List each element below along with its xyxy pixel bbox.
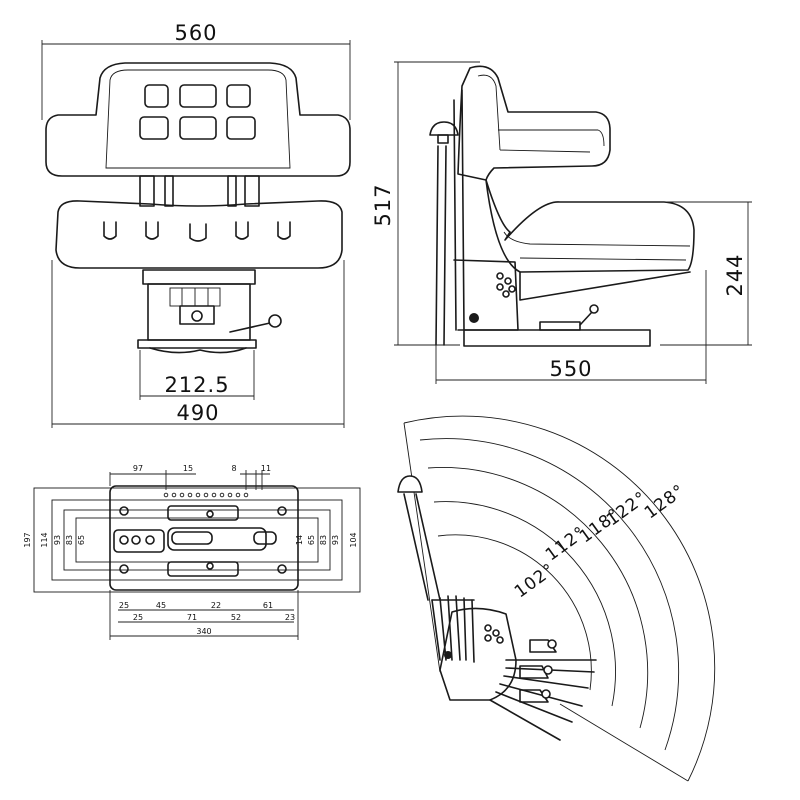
recline-knob [397,475,423,493]
side-knob [429,121,459,136]
dim-seat-height: 244 [660,201,752,346]
hole-row [163,492,249,498]
suspension-base [137,269,282,354]
dim-label-560: 560 [174,21,217,45]
dim-label-550: 550 [549,357,592,381]
dim-base-width: 212.5 [139,350,255,400]
svg-text:83: 83 [65,535,74,545]
base-bottom-dims: 25 45 22 61 25 71 52 23 340 [109,590,299,640]
svg-text:93: 93 [53,535,62,545]
base-plate-features [113,505,287,577]
svg-text:65: 65 [77,535,86,545]
backrest-pads [139,84,256,140]
backrest-inner [105,69,291,169]
recline-positions [431,595,475,663]
svg-text:25: 25 [133,613,143,622]
base-plate-view: 97 15 8 11 197 114 93 83 65 14 65 83 93 … [23,464,361,640]
dim-height: 517 [371,61,480,346]
backrest-outline [45,62,351,177]
svg-text:45: 45 [156,601,166,610]
svg-text:11: 11 [261,464,271,473]
svg-text:104: 104 [349,532,358,547]
base-plate-outline [109,485,299,591]
side-backrest [457,65,611,181]
svg-text:65: 65 [307,535,316,545]
svg-text:14: 14 [295,535,304,545]
recline-arcs [403,415,716,782]
svg-text:23: 23 [285,613,295,622]
svg-text:114: 114 [40,532,49,547]
seat-ribs [103,221,291,242]
dim-label-212-5: 212.5 [164,373,229,397]
dim-label-517: 517 [371,183,395,226]
dim-label-244: 244 [723,253,747,296]
svg-text:61: 61 [263,601,273,610]
dim-label-490: 490 [176,401,219,425]
recline-seat-lines [489,639,597,741]
side-view: 517 [371,61,752,384]
front-view: 560 [41,21,351,428]
recline-backrest [403,493,441,601]
svg-text:22: 22 [211,601,221,610]
svg-text:8: 8 [231,464,236,473]
base-left-dims: 197 114 93 83 65 [23,532,86,547]
dim-width-bottom: 490 [51,260,345,428]
svg-text:97: 97 [133,464,143,473]
dim-label-340: 340 [196,627,211,636]
angle-label-128: 128° [641,481,689,524]
back-supports [139,175,260,207]
dim-depth: 550 [435,270,707,384]
base-outer-frame [33,487,361,593]
svg-text:52: 52 [231,613,241,622]
svg-text:197: 197 [23,532,32,547]
base-right-dims: 14 65 83 93 104 [295,532,358,547]
svg-text:25: 25 [119,601,129,610]
angle-label-102: 102° [511,560,559,603]
base-top-dims: 97 15 8 11 [109,464,271,490]
side-base-rails [463,304,651,347]
svg-text:83: 83 [319,535,328,545]
svg-text:15: 15 [183,464,193,473]
dim-width-top: 560 [41,21,351,120]
svg-text:93: 93 [331,535,340,545]
side-seat [485,179,695,273]
side-frame [435,89,519,346]
svg-text:71: 71 [187,613,197,622]
seat-cushion [55,200,343,269]
recline-view: 102° 112° 118° 122° 128° [397,415,716,782]
